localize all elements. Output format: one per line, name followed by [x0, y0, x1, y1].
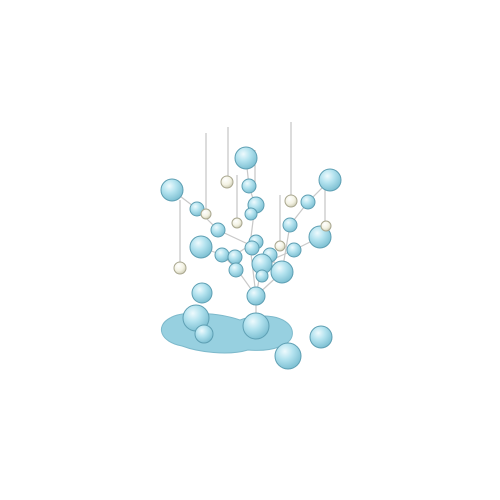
blue-sphere: [308, 225, 332, 249]
cream-sphere: [220, 175, 234, 189]
blue-sphere: [309, 325, 333, 349]
blue-sphere: [191, 282, 213, 304]
blue-sphere: [241, 178, 257, 194]
blue-sphere: [242, 312, 270, 340]
blue-sphere: [214, 247, 230, 263]
blue-sphere: [210, 222, 226, 238]
blue-sphere: [318, 168, 342, 192]
blue-sphere: [228, 262, 244, 278]
cream-sphere: [284, 194, 298, 208]
cream-sphere: [231, 217, 243, 229]
puddle-shape: [160, 312, 293, 354]
blue-sphere: [282, 217, 298, 233]
blue-sphere: [227, 249, 243, 265]
blue-sphere: [270, 260, 294, 284]
cream-sphere: [200, 208, 212, 220]
water-puddle: [160, 312, 293, 354]
blue-sphere: [194, 324, 214, 344]
blue-sphere: [234, 146, 258, 170]
sphere-group: [160, 146, 342, 370]
blue-sphere: [244, 240, 260, 256]
blue-sphere: [189, 235, 213, 259]
blue-sphere: [160, 178, 184, 202]
blue-sphere: [246, 286, 266, 306]
blue-sphere: [300, 194, 316, 210]
blue-sphere: [286, 242, 302, 258]
cream-sphere: [320, 220, 332, 232]
blue-sphere: [244, 207, 258, 221]
cream-sphere: [274, 240, 286, 252]
blue-sphere: [255, 269, 269, 283]
cream-sphere: [173, 261, 187, 275]
blue-sphere: [274, 342, 302, 370]
